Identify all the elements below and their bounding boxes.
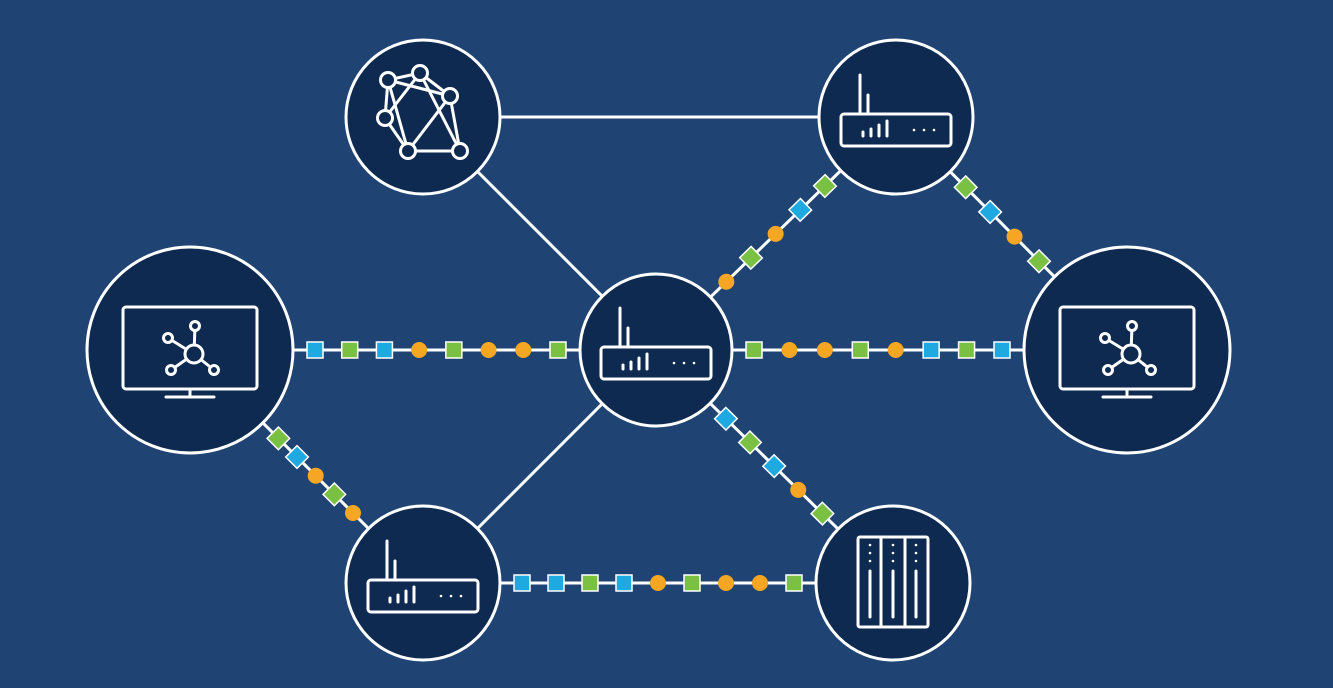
packet-green [953, 174, 979, 200]
node-router-top [817, 38, 975, 196]
node-router-bottom [344, 504, 502, 662]
packet-green [340, 341, 359, 359]
network-mesh-icon [376, 64, 469, 160]
packet-cyan [713, 406, 739, 432]
nodes-layer [85, 38, 1232, 662]
node-circle [344, 38, 502, 196]
packet-green [549, 341, 567, 359]
router-icon [839, 73, 953, 148]
packet-green [321, 481, 347, 507]
link-mesh-router-center [476, 170, 604, 298]
packet-cyan [761, 453, 787, 479]
packet-cyan [977, 199, 1003, 225]
packet-green [745, 341, 763, 359]
packet-orange [887, 342, 904, 358]
packet-green [266, 426, 291, 451]
packet-cyan [922, 341, 940, 359]
node-monitor-left [85, 245, 295, 455]
packet-green [810, 501, 835, 526]
packet-green [957, 341, 976, 359]
packet-cyan [547, 574, 565, 592]
packet-cyan [787, 197, 813, 223]
packet-cyan [513, 574, 531, 592]
packet-cyan [993, 341, 1011, 359]
packet-cyan [306, 341, 324, 359]
packet-orange [1006, 228, 1023, 245]
packet-green [683, 574, 701, 592]
packet-orange [718, 273, 735, 290]
router-icon [599, 306, 713, 381]
packet-green [785, 574, 803, 592]
node-monitor-right [1022, 245, 1232, 455]
server-rack-icon [856, 535, 930, 629]
packet-orange [307, 467, 324, 484]
monitor-network-icon [1058, 305, 1196, 399]
packet-cyan [375, 341, 394, 359]
packet-orange [790, 481, 807, 498]
packet-orange [781, 342, 798, 358]
packet-green [445, 341, 463, 359]
packet-cyan [284, 444, 310, 470]
packet-green [812, 173, 838, 199]
packet-orange [752, 575, 768, 591]
packet-green [738, 245, 764, 271]
router-icon [366, 539, 480, 614]
packet-orange [411, 342, 428, 358]
packet-orange [344, 504, 361, 521]
node-circle [344, 504, 502, 662]
monitor-network-icon [121, 305, 259, 399]
packet-green [1026, 248, 1052, 274]
node-circle [578, 272, 734, 428]
link-router-bottom-router-center [476, 402, 604, 530]
packet-green [851, 341, 870, 359]
node-mesh [344, 38, 502, 196]
packet-green [581, 574, 599, 592]
packet-orange [650, 575, 666, 591]
node-server [814, 504, 972, 662]
packet-cyan [615, 574, 633, 592]
packet-orange [816, 342, 833, 358]
packet-orange [718, 575, 734, 591]
packet-orange [480, 342, 497, 358]
packet-orange [515, 342, 532, 358]
node-circle [817, 38, 975, 196]
packet-green [737, 430, 763, 455]
packets-layer [266, 173, 1052, 592]
node-router-center [578, 272, 734, 428]
packet-orange [767, 225, 784, 242]
